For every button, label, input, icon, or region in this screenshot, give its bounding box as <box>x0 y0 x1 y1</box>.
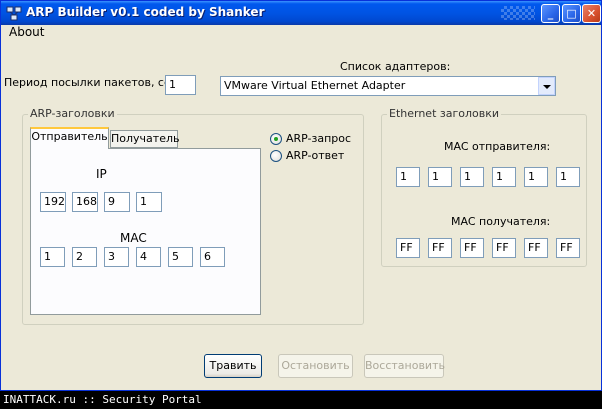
radio-selected-dot <box>274 137 278 141</box>
radio-arp-request[interactable] <box>270 133 282 145</box>
close-icon: ✕ <box>586 7 597 20</box>
radio-arp-request-label[interactable]: ARP-запрос <box>286 132 352 145</box>
status-bar: INATTACK.ru :: Security Portal <box>0 391 602 409</box>
eth-receiver-byte-4[interactable]: FF <box>492 238 516 258</box>
adapter-selected-value: VMware Virtual Ethernet Adapter <box>224 79 406 92</box>
sender-tab-panel <box>30 148 261 315</box>
arp-mac-byte-3[interactable]: 3 <box>104 247 129 267</box>
eth-receiver-byte-6[interactable]: FF <box>556 238 580 258</box>
ip-label: IP <box>96 167 107 181</box>
title-bar[interactable]: ARP Builder v0.1 coded by Shanker _ □ ✕ <box>1 1 601 25</box>
network-app-icon <box>6 6 22 21</box>
tab-sender[interactable]: Отправитель <box>30 127 109 149</box>
arp-headers-group: ARP-заголовки <box>22 107 364 325</box>
eth-sender-byte-6[interactable]: 1 <box>556 167 580 187</box>
maximize-icon: □ <box>566 7 577 20</box>
window-title: ARP Builder v0.1 coded by Shanker <box>26 5 265 19</box>
mac-label: MAC <box>120 231 147 245</box>
eth-receiver-byte-5[interactable]: FF <box>524 238 548 258</box>
radio-arp-reply-label[interactable]: ARP-ответ <box>286 149 345 162</box>
eth-receiver-byte-1[interactable]: FF <box>396 238 420 258</box>
ethernet-group-title: Ethernet заголовки <box>387 107 502 120</box>
ip-octet-1[interactable]: 192 <box>40 192 66 212</box>
adapters-label: Список адаптеров: <box>340 60 451 73</box>
ethernet-headers-group: Ethernet заголовки <box>381 107 587 267</box>
menu-bar: About <box>1 24 601 42</box>
eth-receiver-byte-3[interactable]: FF <box>460 238 484 258</box>
eth-sender-byte-2[interactable]: 1 <box>428 167 452 187</box>
arp-mac-byte-5[interactable]: 5 <box>168 247 193 267</box>
eth-sender-byte-4[interactable]: 1 <box>492 167 516 187</box>
arp-mac-byte-4[interactable]: 4 <box>136 247 161 267</box>
chevron-down-icon <box>543 85 551 89</box>
eth-sender-byte-1[interactable]: 1 <box>396 167 420 187</box>
adapter-dropdown-button[interactable] <box>538 77 555 95</box>
period-input[interactable]: 1 <box>165 75 196 95</box>
minimize-icon: _ <box>547 7 554 20</box>
menu-about[interactable]: About <box>9 25 45 39</box>
arp-mac-byte-2[interactable]: 2 <box>72 247 97 267</box>
receiver-mac-label: MAC получателя: <box>451 215 551 228</box>
restore-button[interactable]: Восстановить <box>364 354 445 378</box>
eth-sender-byte-5[interactable]: 1 <box>524 167 548 187</box>
start-button[interactable]: Травить <box>204 354 262 378</box>
minimize-button[interactable]: _ <box>541 4 560 23</box>
eth-sender-byte-3[interactable]: 1 <box>460 167 484 187</box>
adapter-select[interactable]: VMware Virtual Ethernet Adapter <box>220 76 556 96</box>
period-label: Период посылки пакетов, сек: <box>4 76 182 89</box>
ip-octet-2[interactable]: 168 <box>72 192 98 212</box>
sender-mac-label: MAC отправителя: <box>444 140 551 153</box>
close-button[interactable]: ✕ <box>582 4 601 23</box>
stop-button[interactable]: Остановить <box>278 354 353 378</box>
radio-arp-reply[interactable] <box>270 150 282 162</box>
ip-octet-4[interactable]: 1 <box>136 192 162 212</box>
arp-mac-byte-6[interactable]: 6 <box>200 247 225 267</box>
ip-octet-3[interactable]: 9 <box>104 192 130 212</box>
tab-receiver[interactable]: Получатель <box>110 130 179 148</box>
arp-mac-byte-1[interactable]: 1 <box>40 247 65 267</box>
arp-group-title: ARP-заголовки <box>28 107 117 120</box>
main-window: ARP Builder v0.1 coded by Shanker _ □ ✕ … <box>0 0 602 391</box>
eth-receiver-byte-2[interactable]: FF <box>428 238 452 258</box>
titlebar-pattern <box>501 6 535 20</box>
maximize-button[interactable]: □ <box>562 4 581 23</box>
